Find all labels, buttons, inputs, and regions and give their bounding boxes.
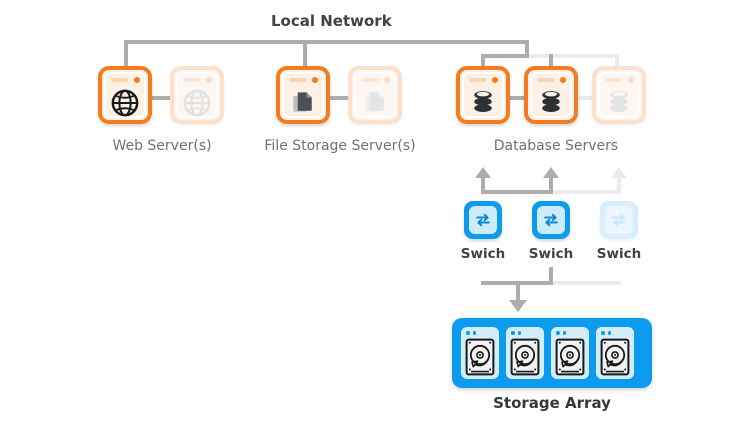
web-server-node-2[interactable]	[170, 66, 224, 124]
database-icon	[596, 88, 642, 116]
link-db-2-3-faded	[576, 96, 600, 100]
drive-leds	[556, 331, 566, 335]
drive-leds	[601, 331, 611, 335]
drive-bay[interactable]	[506, 327, 544, 379]
arrow-switch-1-to-db	[475, 167, 491, 178]
file-server-node-1[interactable]	[276, 66, 330, 124]
diagram-title: Local Network	[271, 12, 392, 30]
documents-icon	[352, 88, 398, 116]
chassis-vent-bar	[605, 78, 622, 82]
documents-icon	[280, 88, 326, 116]
status-led	[134, 77, 140, 83]
database-server-node-3[interactable]	[592, 66, 646, 124]
database-icon	[528, 88, 574, 116]
status-led	[492, 77, 498, 83]
switch-label-2: Swich	[528, 246, 574, 262]
drive-leds	[466, 331, 476, 335]
storage-array-label: Storage Array	[493, 394, 611, 412]
switch-label-1: Swich	[460, 246, 506, 262]
db-sub-bus-left	[481, 54, 529, 58]
web-server-node-1[interactable]	[98, 66, 152, 124]
arrow-switch-2-to-db	[543, 167, 559, 178]
status-led	[628, 77, 634, 83]
chassis-vent-bar	[183, 78, 200, 82]
drive-bay[interactable]	[596, 327, 634, 379]
riser-switch-2	[549, 178, 553, 192]
drop-to-storage	[516, 285, 520, 300]
riser-storage-trunk	[549, 267, 553, 281]
group-label-web-servers: Web Server(s)	[112, 138, 212, 154]
drive-leds	[511, 331, 521, 335]
drop-db-3-faded	[615, 54, 619, 68]
switch-bus-line	[481, 190, 553, 194]
drop-file	[303, 40, 307, 68]
riser-switch-3	[617, 178, 621, 192]
storage-bus-line	[481, 281, 553, 285]
switch-node-2[interactable]	[532, 201, 570, 239]
hard-drive-icon	[555, 338, 585, 376]
arrow-to-storage-array	[509, 300, 527, 312]
chassis-vent-bar	[111, 78, 128, 82]
hard-drive-icon	[600, 338, 630, 376]
drop-db-1	[481, 54, 485, 68]
chassis-vent-bar	[469, 78, 486, 82]
database-server-node-1[interactable]	[456, 66, 510, 124]
link-db-1-2	[508, 96, 532, 100]
chassis-vent-bar	[537, 78, 554, 82]
switch-node-1[interactable]	[464, 201, 502, 239]
status-led	[384, 77, 390, 83]
switch-transfer-icon	[469, 206, 497, 234]
switch-transfer-icon	[537, 206, 565, 234]
arrow-switch-3-to-db	[611, 167, 627, 178]
group-label-database-servers: Database Servers	[493, 138, 619, 154]
switch-transfer-icon	[605, 206, 633, 234]
hard-drive-icon	[465, 338, 495, 376]
hard-drive-icon	[510, 338, 540, 376]
top-bus-line	[124, 40, 529, 44]
drive-bay[interactable]	[551, 327, 589, 379]
status-led	[206, 77, 212, 83]
drop-db-2	[549, 54, 553, 68]
database-icon	[460, 88, 506, 116]
group-label-file-storage-servers: File Storage Server(s)	[264, 138, 416, 154]
status-led	[312, 77, 318, 83]
storage-array[interactable]	[452, 318, 652, 388]
globe-icon	[174, 88, 220, 118]
file-server-node-2[interactable]	[348, 66, 402, 124]
status-led	[560, 77, 566, 83]
riser-switch-1	[481, 178, 485, 192]
database-server-node-2[interactable]	[524, 66, 578, 124]
chassis-vent-bar	[289, 78, 306, 82]
storage-bus-line-faded	[553, 281, 621, 285]
drop-db-trunk	[525, 40, 529, 54]
switch-label-3: Swich	[596, 246, 642, 262]
switch-bus-line-faded	[553, 190, 621, 194]
drop-web	[124, 40, 128, 68]
switch-node-3[interactable]	[600, 201, 638, 239]
db-sub-bus-right-faded	[529, 54, 619, 58]
chassis-vent-bar	[361, 78, 378, 82]
drive-bay[interactable]	[461, 327, 499, 379]
globe-icon	[102, 88, 148, 118]
